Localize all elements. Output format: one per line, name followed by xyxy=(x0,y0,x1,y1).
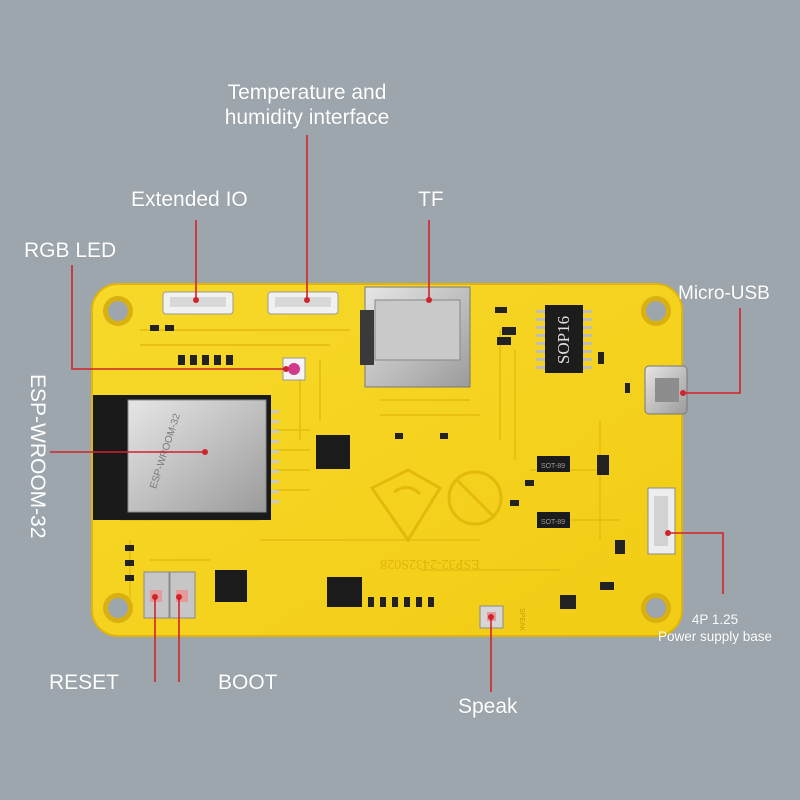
mounting-hole-icon xyxy=(641,296,671,326)
center-ic xyxy=(316,435,350,469)
label-extended-io: Extended IO xyxy=(131,188,248,211)
temp-humidity-connector xyxy=(267,291,339,315)
speaker-connector: SPEAK xyxy=(479,605,525,632)
label-power-line1: 4P 1.25 xyxy=(691,612,739,627)
extended-io-connector xyxy=(162,291,234,315)
esp-wroom-32-module: ESP-WROOM-32 xyxy=(93,395,279,520)
board-name-silkscreen: ESP32-2432S028 xyxy=(380,556,480,571)
pcb-traces xyxy=(120,329,620,600)
label-reset: RESET xyxy=(49,671,120,694)
boot-button xyxy=(169,571,196,619)
sot89-chip-1: SOT-89 xyxy=(537,456,570,472)
label-power-line2: Power supply base xyxy=(657,628,773,644)
mounting-hole-icon xyxy=(103,593,133,623)
sop16-chip: SOP16 xyxy=(536,305,592,373)
sot89-text-1: SOT-89 xyxy=(541,463,565,470)
label-temp-humidity-line2: humidity interface xyxy=(224,106,390,130)
recycle-icon xyxy=(369,468,443,543)
label-rgb-led: RGB LED xyxy=(24,239,117,262)
mounting-hole-icon xyxy=(641,593,671,623)
label-speak: Speak xyxy=(458,695,518,718)
speak-silkscreen: SPEAK xyxy=(518,608,525,632)
leader-micro-usb xyxy=(683,308,741,394)
label-temp-humidity-line1: Temperature and xyxy=(227,81,387,104)
label-temp-humidity: Temperature and humidity interface xyxy=(197,80,417,130)
pcb-board xyxy=(91,283,683,637)
leader-end-dots xyxy=(152,297,686,620)
micro-usb-port xyxy=(644,365,688,415)
tf-card-slot xyxy=(360,286,471,388)
smd-components xyxy=(125,307,630,609)
mounting-hole-icon xyxy=(103,296,133,326)
rgb-led xyxy=(282,357,306,381)
label-power-supply: 4P 1.25 Power supply base xyxy=(640,612,790,646)
sop16-chip-text: SOP16 xyxy=(554,316,573,364)
sot89-text-2: SOT-89 xyxy=(541,519,565,526)
power-supply-connector xyxy=(647,487,676,555)
leader-lines xyxy=(50,135,741,692)
label-boot: BOOT xyxy=(218,671,278,694)
lower-left-ic xyxy=(215,570,247,602)
leader-power xyxy=(668,532,724,594)
no-lead-icon xyxy=(447,470,503,526)
label-esp-module: ESP-WROOM-32 xyxy=(26,374,49,539)
label-micro-usb: Micro-USB xyxy=(678,283,770,304)
lower-mid-ic xyxy=(327,577,362,607)
sot89-chip-2: SOT-89 xyxy=(537,512,570,528)
leader-rgb-led xyxy=(71,265,286,370)
label-tf: TF xyxy=(418,188,444,211)
